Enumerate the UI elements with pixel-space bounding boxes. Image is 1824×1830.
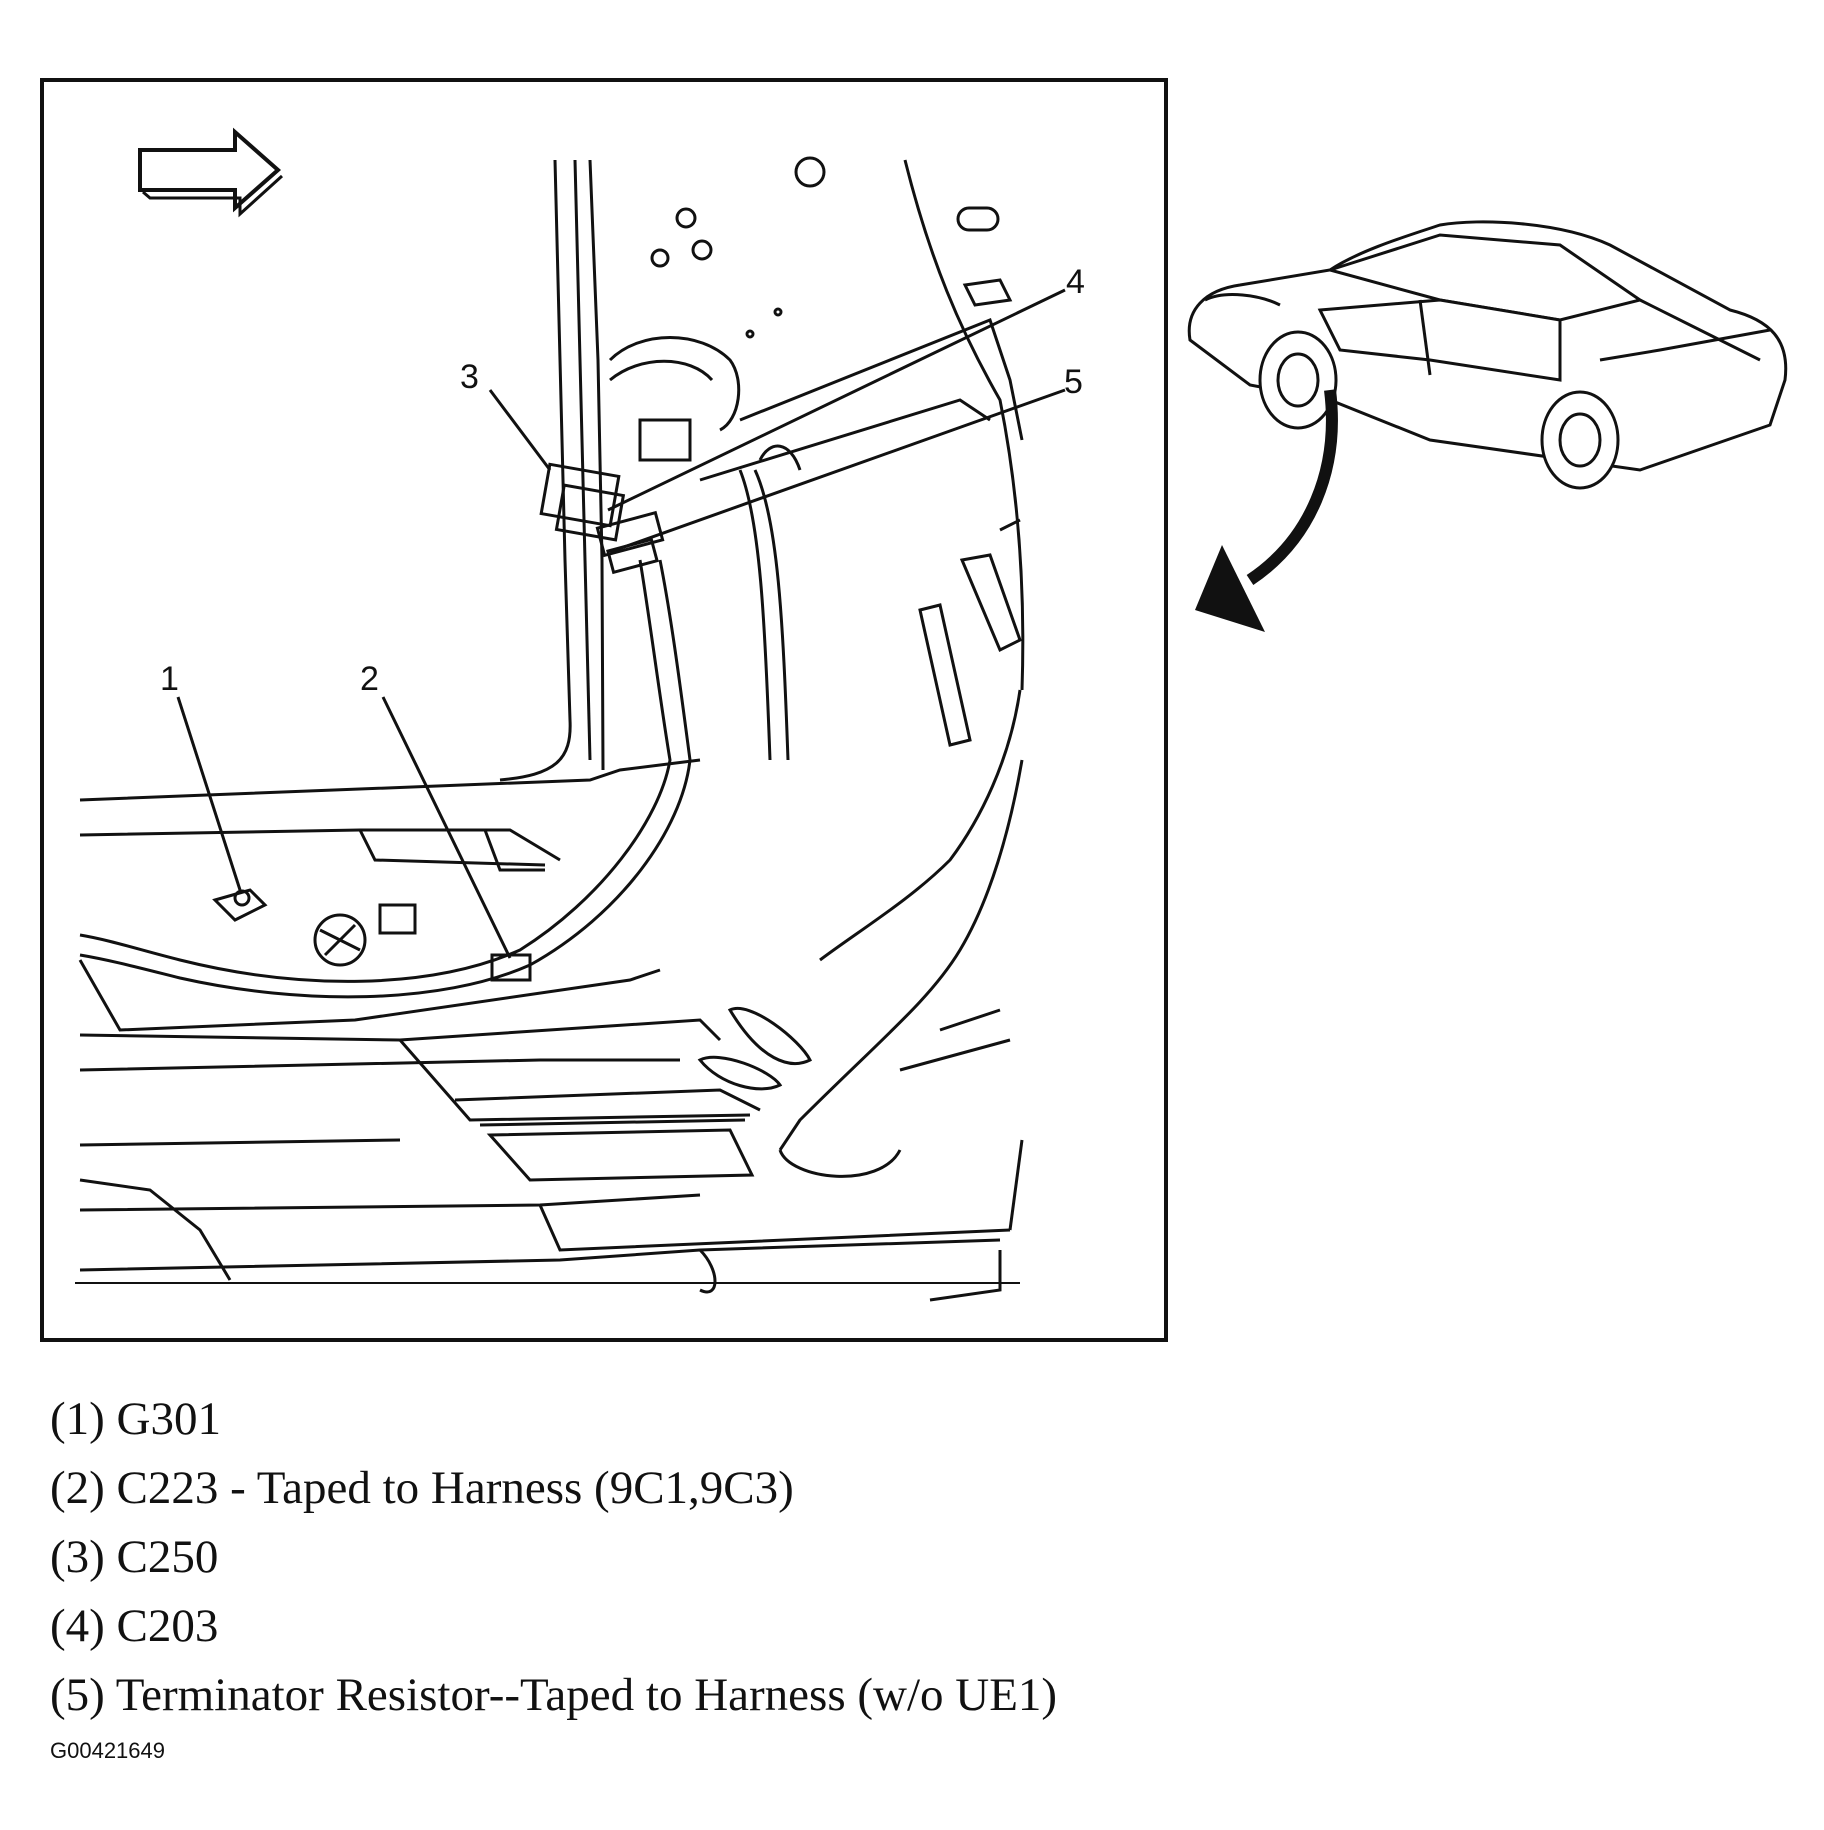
legend-item-3: (3) C250 — [50, 1531, 219, 1583]
legend-item-5: (5) Terminator Resistor--Taped to Harnes… — [50, 1669, 1058, 1721]
callout-leaders — [176, 288, 1066, 959]
callout-3: 3 — [460, 358, 479, 396]
legend-item-2: (2) C223 - Taped to Harness (9C1,9C3) — [50, 1462, 794, 1514]
legend-item-4: (4) C203 — [50, 1600, 219, 1652]
callout-5: 5 — [1064, 363, 1083, 401]
legend: (1) G301 (2) C223 - Taped to Harness (9C… — [50, 1385, 1057, 1730]
legend-item-1: (1) G301 — [50, 1393, 221, 1445]
forward-arrow-icon — [138, 127, 284, 218]
callout-4: 4 — [1066, 263, 1085, 301]
diagram: 1 2 3 4 5 — [40, 78, 1788, 1342]
pointer-arrow-icon — [1195, 389, 1338, 632]
floor-pan-drawing — [75, 156, 1025, 1302]
figure-id: G00421649 — [50, 1738, 165, 1763]
vehicle-locator-icon — [1187, 220, 1788, 490]
callout-1: 1 — [160, 660, 179, 698]
callout-2: 2 — [360, 660, 379, 698]
